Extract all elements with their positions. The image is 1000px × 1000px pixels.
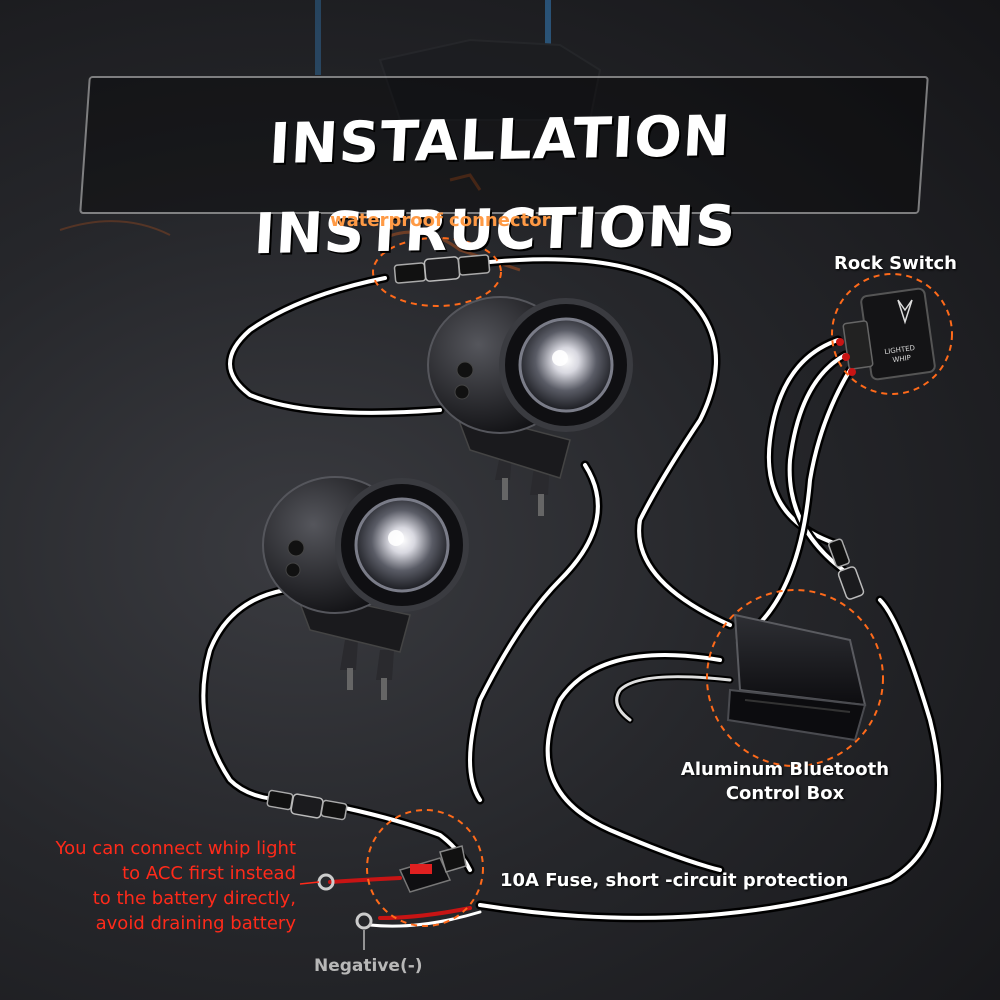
control-box-label: Aluminum Bluetooth Control Box <box>680 758 890 806</box>
control-box-label-line2: Control Box <box>725 783 845 804</box>
inline-connector-icon <box>828 538 865 600</box>
control-box-highlight-ring <box>706 589 884 767</box>
rock-switch-icon: LIGHTED WHIP <box>836 287 936 381</box>
control-box-label-line1: Aluminum Bluetooth <box>680 759 890 780</box>
waterproof-connector-label: waterproof connector <box>330 210 551 231</box>
control-box-icon <box>726 613 867 742</box>
fuse-highlight-ring <box>366 809 484 927</box>
rock-switch-label: Rock Switch <box>834 253 957 274</box>
background-scene <box>59 0 602 272</box>
switch-highlight-ring <box>831 273 953 395</box>
fuse-label: 10A Fuse, short -circuit protection <box>500 870 849 891</box>
acc-note-line1: You can connect whip light <box>55 838 296 859</box>
lower-spotlight-icon <box>262 476 469 700</box>
harness-connector-icon <box>266 789 348 821</box>
fuse-holder-icon <box>398 845 467 893</box>
connector-highlight-ring <box>372 237 502 307</box>
acc-note-line4: avoid draining battery <box>95 913 296 934</box>
acc-note: You can connect whip light to ACC first … <box>10 836 296 936</box>
acc-note-line2: to ACC first instead <box>122 863 296 884</box>
negative-label: Negative(-) <box>314 956 423 976</box>
acc-pointer-line <box>299 881 320 885</box>
page-title: INSTALLATION INSTRUCTIONS <box>252 103 739 268</box>
upper-spotlight-icon <box>427 296 633 516</box>
waterproof-connector-icon <box>393 254 491 284</box>
switch-label-line2: WHIP <box>892 354 911 364</box>
wires <box>198 254 944 928</box>
acc-note-line3: to the battery directly, <box>92 888 296 909</box>
